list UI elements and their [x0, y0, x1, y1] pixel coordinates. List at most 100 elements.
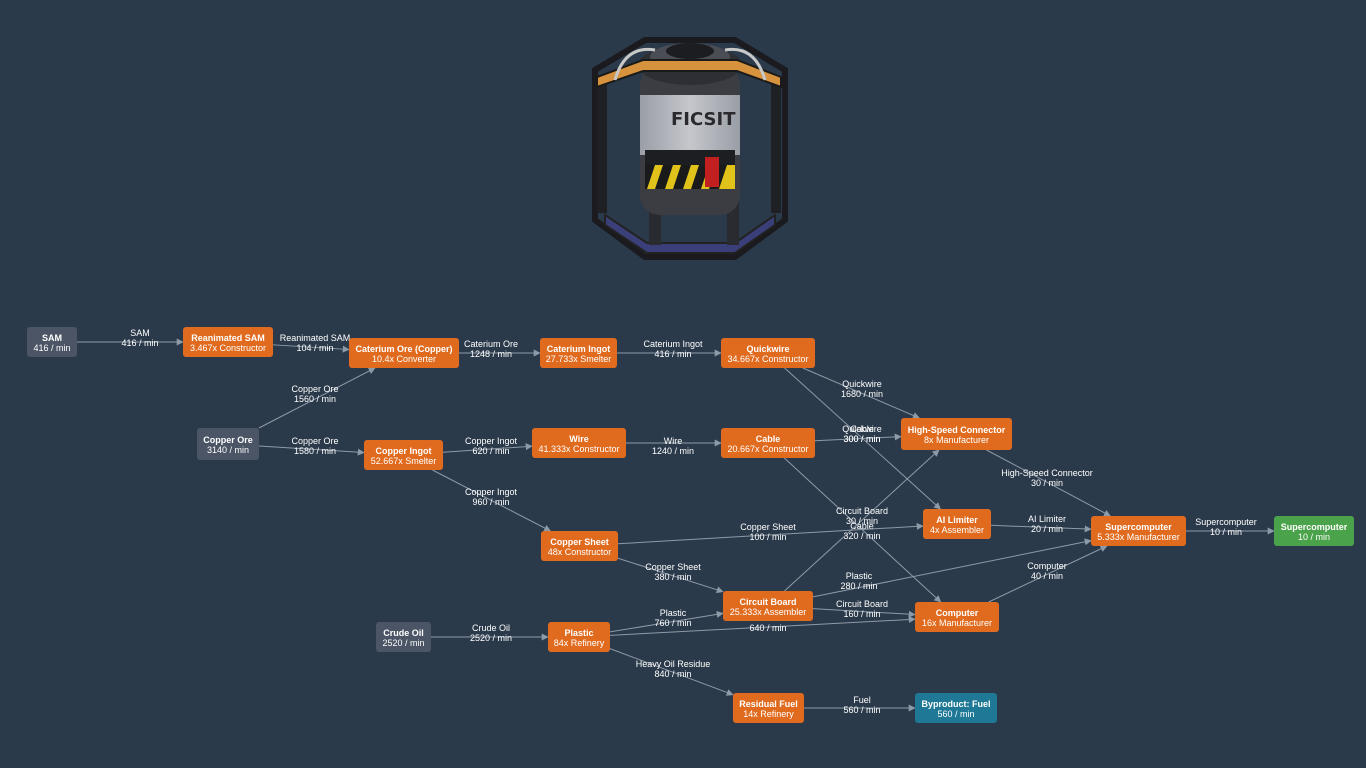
edge-cable-to-hsc — [814, 433, 902, 442]
edge-label: Computer — [1027, 561, 1067, 571]
node-title: Crude Oil — [383, 628, 424, 638]
edge-copperore-to-copperingot — [258, 445, 365, 456]
node-title: Supercomputer — [1281, 522, 1348, 532]
node-subtitle: 41.333x Constructor — [538, 444, 619, 454]
node-subtitle: 416 / min — [33, 343, 70, 353]
edge-label: Copper Sheet — [645, 562, 701, 572]
edge-label: Circuit Board — [836, 506, 888, 516]
edge-rate: 20 / min — [1031, 524, 1063, 534]
node-subtitle: 560 / min — [937, 709, 974, 719]
node-title: AI Limiter — [936, 515, 978, 525]
edge-rate: 280 / min — [840, 581, 877, 591]
edge-label: Caterium Ore — [464, 339, 518, 349]
edge-label: Copper Ore — [291, 436, 338, 446]
edge-circuit-to-hsc — [784, 449, 940, 592]
supercomputer-icon: FICSIT — [585, 25, 790, 265]
node-box — [349, 338, 459, 368]
node-title: Residual Fuel — [739, 699, 798, 709]
node-subtitle: 27.733x Smelter — [546, 354, 612, 364]
node-subtitle: 8x Manufacturer — [924, 435, 989, 445]
edge-plastic-to-computer — [609, 616, 916, 636]
edge-label: Cable — [850, 424, 874, 434]
edge-rate: 1240 / min — [652, 446, 694, 456]
node-title: Caterium Ore (Copper) — [355, 344, 452, 354]
edge-rate: 840 / min — [654, 669, 691, 679]
edge-coppersheet-to-ailimiter — [617, 522, 924, 545]
node-subtitle: 3.467x Constructor — [190, 343, 266, 353]
edge-label: Plastic — [660, 608, 687, 618]
node-title: Cable — [756, 434, 781, 444]
node-subtitle: 4x Assembler — [930, 525, 984, 535]
edge-label: Fuel — [853, 695, 871, 705]
node-subtitle: 48x Constructor — [548, 547, 612, 557]
node-box — [548, 622, 610, 652]
node-title: Caterium Ingot — [547, 344, 611, 354]
edge-copperingot-to-wire — [442, 443, 533, 453]
edge-rate: 1580 / min — [294, 446, 336, 456]
edge-circuit-to-computer — [812, 608, 916, 618]
node-box — [197, 428, 259, 460]
node-subtitle: 20.667x Constructor — [727, 444, 808, 454]
edge-label: Copper Ingot — [465, 436, 518, 446]
node-box — [721, 428, 815, 458]
node-subtitle: 10.4x Converter — [372, 354, 436, 364]
node-title: High-Speed Connector — [908, 425, 1006, 435]
edge-rate: 2520 / min — [470, 633, 512, 643]
node-catore[interactable]: Caterium Ore (Copper)10.4x Converter — [349, 338, 459, 368]
edge-rate: 380 / min — [654, 572, 691, 582]
node-subtitle: 25.333x Assembler — [730, 607, 807, 617]
edge-rate: 320 / min — [843, 531, 880, 541]
edge-rate: 300 / min — [843, 434, 880, 444]
node-subtitle: 16x Manufacturer — [922, 618, 992, 628]
edge-label: Quickwire — [842, 424, 882, 434]
edge-coppersheet-to-circuit — [617, 557, 724, 594]
edge-rate: 560 / min — [843, 705, 880, 715]
edge-label: AI Limiter — [1028, 514, 1066, 524]
edge-label: Wire — [664, 436, 683, 446]
edge-plastic-to-circuit — [609, 610, 724, 633]
edge-label: Circuit Board — [836, 599, 888, 609]
node-title: Copper Ore — [203, 435, 253, 445]
node-title: Reanimated SAM — [191, 333, 265, 343]
node-box — [733, 693, 804, 723]
edge-label: Plastic — [846, 571, 873, 581]
node-box — [721, 338, 815, 368]
node-title: Plastic — [564, 628, 593, 638]
node-box — [541, 531, 618, 561]
edge-rate: 30 / min — [846, 516, 878, 526]
node-subtitle: 14x Refinery — [743, 709, 794, 719]
node-title: Copper Ingot — [376, 446, 432, 456]
node-subtitle: 3140 / min — [207, 445, 249, 455]
edge-hsc-to-supercomp — [986, 449, 1111, 517]
edge-rate: 30 / min — [1031, 478, 1063, 488]
edge-label: Quickwire — [842, 379, 882, 389]
edge-rate: 760 / min — [654, 618, 691, 628]
node-box — [923, 509, 991, 539]
node-box — [1274, 516, 1354, 546]
edge-label: Copper Sheet — [740, 522, 796, 532]
node-subtitle: 5.333x Manufacturer — [1097, 532, 1180, 542]
edge-rate: 100 / min — [749, 532, 786, 542]
node-box — [915, 602, 999, 632]
edge-rate: 416 / min — [121, 338, 158, 348]
edge-label: Copper Ingot — [465, 487, 518, 497]
